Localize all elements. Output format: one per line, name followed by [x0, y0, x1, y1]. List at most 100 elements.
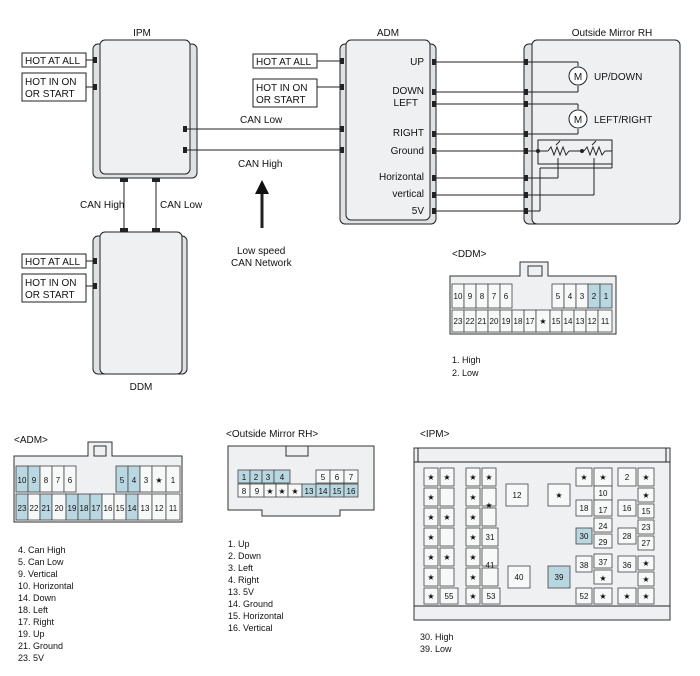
ipm-pin: 55 — [445, 592, 454, 601]
ipm-pin: ★ — [427, 533, 434, 542]
ddm-pin: 12 — [588, 317, 597, 326]
ddm-pin: 2 — [592, 292, 597, 301]
ipm-pin: 18 — [580, 504, 589, 513]
ipm-connector: <IPM> ★ ★ ★ ★ ★ ★ ★ ★ ★ ★ 55 ★ ★ ★ ★ — [413, 429, 671, 654]
ipm-pin: ★ — [485, 473, 492, 482]
ipm-pin: 52 — [580, 592, 589, 601]
ipm-pin: ★ — [642, 592, 649, 601]
mirror-pin: ★ — [278, 487, 285, 496]
ipm-pin: ★ — [427, 573, 434, 582]
motor-updown-label: UP/DOWN — [594, 72, 642, 83]
ipm-pin: ★ — [599, 574, 606, 583]
adm-pin: 17 — [92, 504, 101, 513]
ddm-pin: 19 — [502, 317, 511, 326]
ddm-pin: 22 — [466, 317, 475, 326]
adm-pin: 12 — [155, 504, 164, 513]
ipm-pin: 39 — [555, 573, 564, 582]
ddm-pin: 9 — [468, 292, 473, 301]
mirror-pin: 13 — [305, 487, 314, 496]
ipm-pin: ★ — [427, 493, 434, 502]
ipm-pin: 31 — [486, 533, 495, 542]
mirror-connector: <Outside Mirror RH> 1 2 3 4 5 6 7 8 9 ★ … — [226, 429, 375, 633]
ipm-pin: 17 — [599, 506, 608, 515]
motor-updown-icon — [568, 66, 588, 86]
can-high-label: CAN High — [238, 159, 282, 170]
mirror-pin: 2 — [254, 473, 259, 482]
motor-leftright-icon — [568, 109, 588, 129]
ipm-pin-grid: ★ ★ ★ ★ ★ ★ ★ ★ ★ ★ 55 ★ ★ ★ ★ ★ ★ 31 ★ … — [423, 467, 655, 605]
ipm-pin: ★ — [469, 533, 476, 542]
ddm-pin: 3 — [580, 292, 585, 301]
adm-module: ADM UP DOWN LEFT RIGHT Ground Horizontal… — [339, 28, 437, 225]
adm-legend-item: 10. Horizontal — [18, 581, 74, 591]
adm-pin-row-1: 10 9 8 7 6 5 4 3 ★ 1 — [15, 465, 181, 493]
adm-legend-item: 19. Up — [18, 629, 45, 639]
ipm-ddm-can-high-label: CAN High — [80, 200, 124, 211]
ipm-pin: 10 — [599, 489, 608, 498]
ddm-pin: 5 — [556, 292, 561, 301]
network-label-2: CAN Network — [231, 258, 293, 269]
ipm-pin: ★ — [427, 592, 434, 601]
ipm-pin: ★ — [469, 513, 476, 522]
adm-pin: 15 — [116, 504, 125, 513]
ipm-pin: ★ — [555, 491, 562, 500]
ipm-hot-in-on-label: HOT IN ON — [25, 77, 76, 88]
adm-legend-item: 18. Left — [18, 605, 49, 615]
mirror-pin: 16 — [347, 487, 356, 496]
adm-pin-5v: 5V — [412, 206, 425, 217]
mirror-legend-item: 13. 5V — [228, 587, 254, 597]
mirror-legend-item: 4. Right — [228, 575, 260, 585]
motor-updown-symbol: M — [574, 72, 582, 83]
adm-hot-in-on-label: HOT IN ON — [256, 83, 307, 94]
mirror-module: Outside Mirror RH M UP/DOWN M LEFT/RIGHT — [523, 28, 681, 225]
mirror-pin: ★ — [266, 487, 273, 496]
ipm-pin: ★ — [642, 559, 649, 568]
adm-pin-right: RIGHT — [393, 128, 424, 139]
ddm-pin-row-2: 23 22 21 20 19 18 17 ★ 15 14 13 12 11 — [451, 309, 613, 333]
ddm-pin: 14 — [564, 317, 573, 326]
ddm-pin: 6 — [504, 292, 509, 301]
ddm-pin: 20 — [490, 317, 499, 326]
ipm-pin: ★ — [469, 473, 476, 482]
adm-pin: 19 — [68, 504, 77, 513]
ddm-pin: 18 — [514, 317, 523, 326]
ipm-pin: 53 — [487, 592, 496, 601]
ddm-pin-row-1: 10 9 8 7 6 5 4 3 2 1 — [451, 283, 613, 309]
mirror-pin: 15 — [333, 487, 342, 496]
adm-pin: ★ — [155, 476, 162, 485]
ddm-legend-item: 2. Low — [452, 368, 479, 378]
ddm-pin: 10 — [454, 292, 463, 301]
mirror-pin: 7 — [349, 473, 354, 482]
mirror-pin-row-2: 8 9 ★ ★ ★ 13 14 15 16 — [237, 483, 359, 498]
ddm-pin: 11 — [601, 317, 610, 326]
adm-pin: 10 — [18, 476, 27, 485]
ipm-pin: ★ — [469, 592, 476, 601]
ipm-pin: ★ — [469, 573, 476, 582]
ipm-pin: ★ — [469, 493, 476, 502]
ipm-pin: 27 — [642, 539, 651, 548]
adm-title: ADM — [377, 28, 399, 39]
adm-connector: <ADM> 10 9 8 7 6 5 4 3 ★ 1 23 22 21 20 1… — [13, 435, 183, 663]
adm-mirror-wires — [432, 59, 524, 214]
ipm-pin: ★ — [443, 553, 450, 562]
mirror-pin: 8 — [242, 487, 247, 496]
ddm-pin: 4 — [568, 292, 573, 301]
adm-supply-tags: HOT AT ALL HOT IN ON OR START — [252, 53, 340, 108]
ipm-ddm-can-low-label: CAN Low — [160, 200, 203, 211]
ipm-pin: ★ — [642, 491, 649, 500]
ipm-pin: 38 — [580, 561, 589, 570]
adm-legend-item: 5. Can Low — [18, 557, 64, 567]
ddm-pin: 7 — [492, 292, 497, 301]
ddm-hot-at-all-label: HOT AT ALL — [25, 257, 80, 268]
mirror-pin-row-1: 1 2 3 4 5 6 7 — [237, 469, 359, 484]
ipm-pin: ★ — [427, 473, 434, 482]
ipm-pin: ★ — [469, 553, 476, 562]
position-sensor-icon — [528, 139, 613, 212]
ipm-pin: 36 — [623, 561, 632, 570]
ipm-ddm-can-wires: CAN High CAN Low — [80, 182, 203, 228]
ipm-pin: 40 — [515, 573, 524, 582]
ipm-connector-title: <IPM> — [420, 429, 450, 440]
ddm-module: DDM — [92, 228, 188, 393]
ipm-pin: 24 — [599, 522, 608, 531]
ipm-pin: 28 — [623, 532, 632, 541]
